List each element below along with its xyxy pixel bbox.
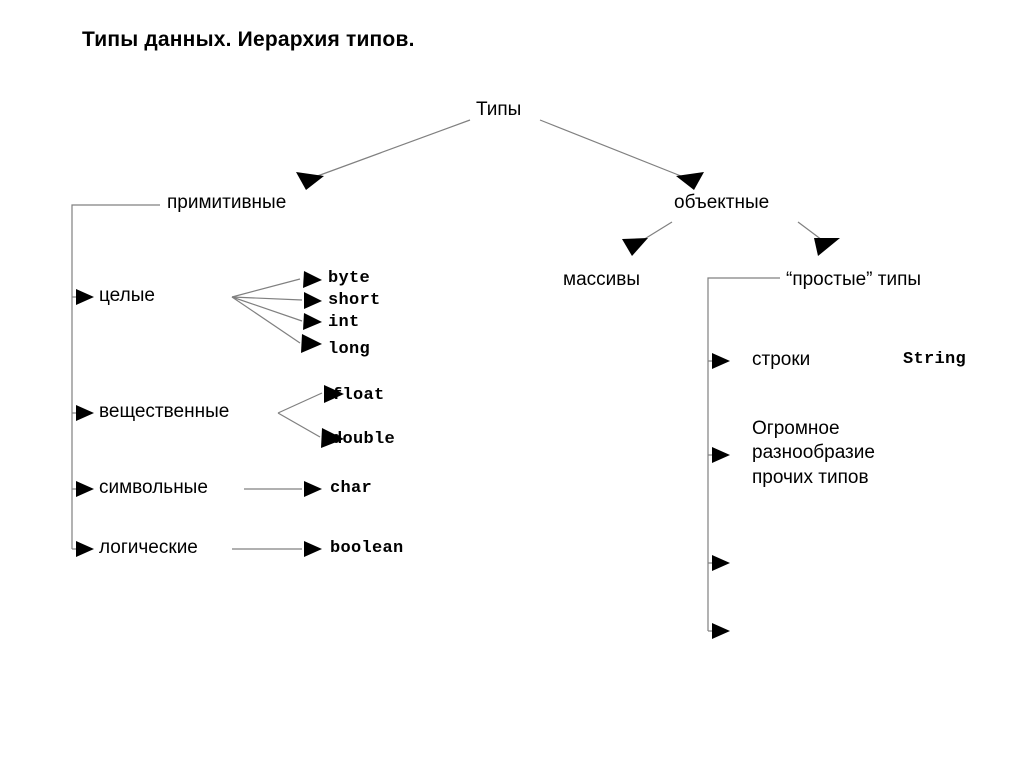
edge-integers-to-long	[231, 296, 301, 344]
node-group-simple-types[interactable]: “простые” типы	[786, 269, 922, 290]
edge-root-to-primitive	[311, 119, 471, 179]
node-type-string[interactable]: String	[903, 350, 967, 369]
arrowhead-floats	[76, 405, 94, 421]
node-type-long[interactable]: long	[328, 340, 371, 359]
arrowhead-object	[676, 172, 704, 190]
arrowhead-strings	[712, 353, 730, 369]
arrowhead-misc	[712, 447, 730, 463]
node-type-boolean[interactable]: boolean	[330, 539, 404, 558]
arrowhead-chars	[76, 481, 94, 497]
arrowhead-primitive	[296, 172, 324, 190]
node-group-arrays[interactable]: массивы	[563, 269, 640, 290]
node-type-char[interactable]: char	[330, 479, 373, 498]
node-type-short[interactable]: short	[328, 291, 381, 310]
arrowhead-byte	[303, 271, 322, 288]
node-type-byte[interactable]: byte	[328, 269, 371, 288]
node-root-types[interactable]: Типы	[476, 99, 522, 120]
arrowhead-empty-2	[712, 623, 730, 639]
node-type-float[interactable]: float	[332, 386, 385, 405]
node-group-booleans[interactable]: логические	[99, 537, 198, 558]
arrowhead-long	[301, 334, 322, 353]
node-primitive-types[interactable]: примитивные	[167, 192, 287, 213]
node-type-double[interactable]: double	[332, 430, 396, 449]
arrowhead-simple	[814, 238, 840, 256]
edge-floats-to-double	[277, 412, 321, 438]
edge-integers-to-byte	[231, 278, 301, 298]
arrowhead-integers	[76, 289, 94, 305]
node-group-integers[interactable]: целые	[99, 285, 155, 306]
arrowhead-int	[303, 313, 322, 330]
edge-integers-to-int	[231, 296, 303, 322]
edge-object-to-simple	[797, 221, 827, 244]
node-group-floats[interactable]: вещественные	[99, 401, 230, 422]
arrowhead-arrays	[622, 238, 648, 256]
node-item-strings[interactable]: строки	[752, 349, 811, 370]
arrowhead-short	[304, 292, 322, 309]
node-group-chars[interactable]: символьные	[99, 477, 208, 498]
page-title: Типы данных. Иерархия типов.	[82, 28, 415, 51]
node-type-int[interactable]: int	[328, 313, 360, 332]
node-object-types[interactable]: объектные	[674, 192, 770, 213]
arrowhead-empty-1	[712, 555, 730, 571]
edge-root-to-object	[539, 119, 687, 179]
node-item-misc-types[interactable]: Огромное разнообразие прочих типов	[752, 418, 875, 488]
arrowhead-booleans	[76, 541, 94, 557]
arrowhead-boolean	[304, 541, 322, 557]
edge-object-to-arrays	[637, 221, 673, 244]
arrowhead-char	[304, 481, 322, 497]
edge-integers-to-short	[231, 296, 303, 301]
edge-floats-to-float	[277, 392, 323, 414]
